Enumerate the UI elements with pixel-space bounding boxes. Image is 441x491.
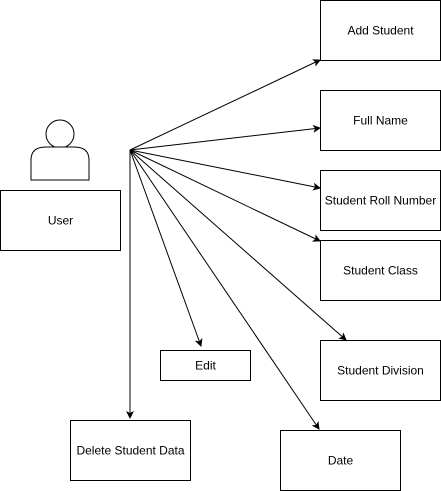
arrow-to-student-roll-number: [129, 149, 321, 191]
node-student-division[interactable]: Student Division: [320, 340, 441, 401]
node-full-name[interactable]: Full Name: [320, 90, 441, 151]
node-label: Student Class: [343, 264, 418, 278]
arrow-to-student-division: [129, 149, 347, 341]
node-label: Date: [328, 454, 354, 468]
arrow-to-edit: [129, 149, 203, 347]
node-student-class[interactable]: Student Class: [320, 240, 441, 301]
user-actor-box[interactable]: User: [0, 190, 121, 251]
node-label: Add Student: [347, 24, 414, 38]
node-student-roll-number[interactable]: Student Roll Number: [320, 170, 441, 231]
arrow-to-add-student: [129, 59, 321, 151]
user-label: User: [48, 214, 73, 228]
arrow-to-date: [129, 149, 320, 430]
node-label: Student Roll Number: [325, 194, 436, 208]
arrow-to-full-name: [129, 124, 321, 151]
user-icon: [30, 119, 90, 181]
node-delete-student-data[interactable]: Delete Student Data: [70, 420, 191, 481]
node-label: Student Division: [337, 364, 424, 378]
node-label: Full Name: [353, 114, 408, 128]
node-label: Delete Student Data: [76, 444, 184, 458]
arrow-to-student-class: [129, 149, 321, 242]
node-add-student[interactable]: Add Student: [320, 0, 441, 61]
node-label: Edit: [195, 359, 216, 373]
connector-arrows: [126, 59, 347, 430]
node-date[interactable]: Date: [280, 430, 401, 491]
node-edit[interactable]: Edit: [160, 350, 251, 381]
